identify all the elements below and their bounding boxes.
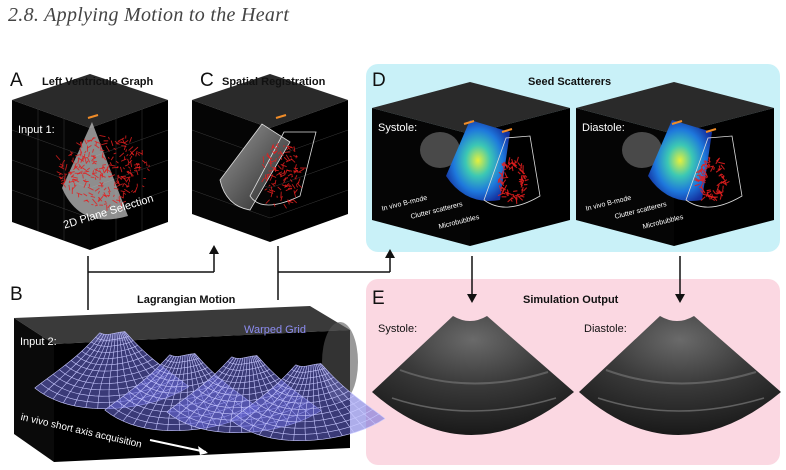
probe-marker-d2: [501, 128, 513, 133]
panel-a-title: Left Ventricule Graph: [42, 76, 154, 88]
box-b-left: [14, 318, 54, 462]
panel-c-letter: C: [200, 70, 214, 91]
simulation-fan-systole: [372, 316, 574, 435]
panel-d-letter: D: [372, 70, 386, 91]
panel-d-title: Seed Scatterers: [528, 76, 612, 88]
panel-a-letter: A: [10, 70, 23, 91]
microbubbles-systole: [497, 156, 529, 205]
section-heading: 2.8. Applying Motion to the Heart: [8, 4, 290, 26]
cube-c: [191, 74, 349, 242]
connector-lines: [87, 246, 681, 310]
warped-grid-stack: [34, 331, 386, 441]
warped-grid-4: [230, 363, 386, 441]
bmode-blob-diastole: [622, 132, 662, 168]
cube-a-top: [12, 74, 168, 128]
panel-b-letter: B: [10, 284, 23, 305]
cube-c-top: [192, 74, 348, 128]
cube-c-right: [270, 100, 348, 242]
cube-d-systole-top: [372, 82, 570, 134]
input-1-label: Input 1:: [18, 124, 55, 136]
panel-e-letter: E: [372, 288, 385, 309]
bmode-blob-systole: [420, 132, 460, 168]
fan-systole-shape: [372, 316, 574, 435]
cube-a: [11, 74, 169, 250]
panel-c-title: Spatial Registration: [222, 76, 326, 88]
panel-e-title: Simulation Output: [523, 294, 619, 306]
box-b: [14, 306, 386, 462]
cube-d-systole: [372, 82, 570, 246]
simulation-diastole-label: Diastole:: [584, 323, 627, 335]
diastole-phase-label: Diastole:: [582, 122, 625, 134]
registered-scatter: [261, 142, 307, 209]
systole-phase-label: Systole:: [378, 122, 418, 134]
lv-graph-scatter: [55, 134, 150, 211]
warped-grid-label: Warped Grid: [244, 324, 306, 336]
acquisition-arrow-head: [198, 446, 208, 455]
panel-b-title: Lagrangian Motion: [137, 294, 236, 306]
simulation-systole-label: Systole:: [378, 323, 418, 335]
acquisition-arrow-shaft: [149, 439, 207, 453]
registration-outline-c: [249, 131, 317, 206]
probe-marker-c: [275, 114, 287, 119]
microbubbles-diastole: [693, 156, 730, 202]
probe-marker-a: [87, 114, 99, 119]
microbubble-outline-systole: [483, 135, 541, 208]
simulation-fan-diastole: [579, 316, 781, 435]
probe-marker-d4: [705, 128, 717, 133]
probe-marker-d3: [671, 120, 683, 125]
input-2-label: Input 2:: [20, 336, 57, 348]
clutter-heatmap-systole: [446, 120, 510, 201]
cube-d-diastole-top: [576, 82, 774, 134]
cube-a-left: [12, 100, 90, 250]
fan-diastole-shape: [579, 316, 781, 435]
microbubble-outline-diastole: [685, 135, 743, 208]
probe-marker-d1: [463, 120, 475, 125]
connector-arrowheads: [209, 245, 685, 303]
